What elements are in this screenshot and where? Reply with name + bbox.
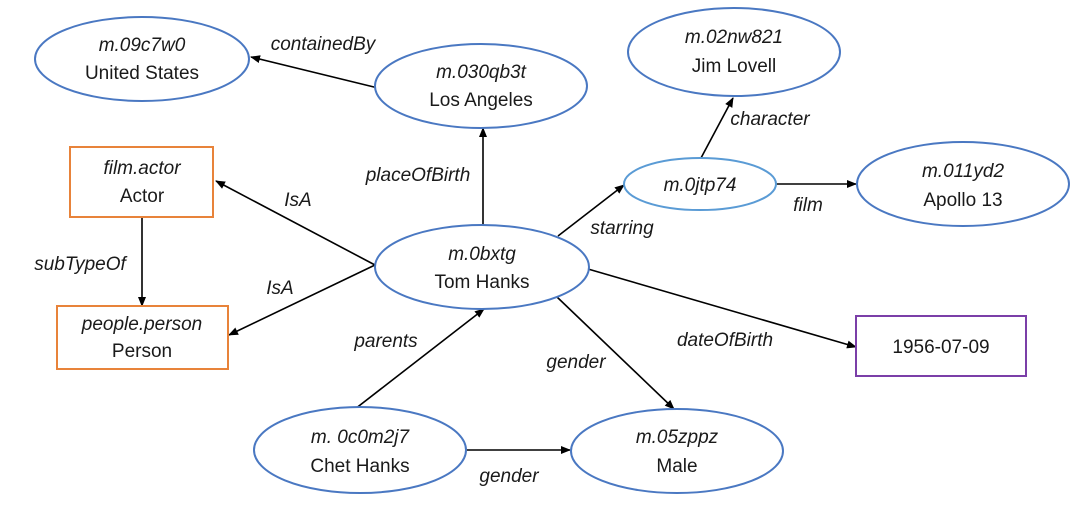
- node-chet-hanks: m. 0c0m2j7 Chet Hanks: [253, 406, 467, 494]
- edge-label-contained-by: containedBy: [271, 34, 377, 55]
- node-people-person-shape: [56, 305, 229, 370]
- edge-label-film: film: [793, 195, 823, 216]
- node-jtp74: m.0jtp74: [623, 157, 777, 211]
- node-jim-lovell-id: m.02nw821: [685, 27, 783, 48]
- node-film-actor-name: Actor: [120, 186, 165, 207]
- edge-labels: containedBy placeOfBirth character starr…: [34, 34, 823, 487]
- edge-label-gender-tom: gender: [546, 352, 606, 373]
- node-jim-lovell: m.02nw821 Jim Lovell: [627, 7, 841, 97]
- node-people-person-name: Person: [112, 341, 172, 362]
- node-male-name: Male: [656, 456, 697, 477]
- edge-label-isa-actor: IsA: [284, 190, 311, 211]
- node-jtp74-shape: [623, 157, 777, 211]
- node-tom-hanks-id: m.0bxtg: [448, 244, 516, 265]
- node-date-of-birth-value: 1956-07-09: [855, 315, 1027, 377]
- edge-date-of-birth: [587, 268, 857, 349]
- node-united-states-id: m.09c7w0: [99, 35, 186, 56]
- node-united-states-name: United States: [85, 63, 199, 84]
- node-los-angeles: m.030qb3t Los Angeles: [374, 43, 588, 129]
- node-people-person: people.person Person: [56, 305, 229, 370]
- edge-label-sub-type-of: subTypeOf: [34, 254, 127, 275]
- edge-gender-tom: [556, 296, 675, 410]
- edge-character: [700, 97, 734, 159]
- edge-label-gender-chet: gender: [479, 466, 539, 487]
- edge-parents: [354, 308, 485, 410]
- edge-label-starring: starring: [590, 218, 654, 239]
- node-film-actor-shape: [69, 146, 214, 218]
- node-apollo-13-name: Apollo 13: [923, 190, 1002, 211]
- edge-label-character: character: [730, 109, 810, 130]
- node-jtp74-id: m.0jtp74: [664, 175, 737, 196]
- node-tom-hanks-shape: [374, 224, 590, 310]
- node-jim-lovell-shape: [627, 7, 841, 97]
- node-people-person-id: people.person: [81, 314, 202, 335]
- edge-label-isa-person: IsA: [266, 278, 293, 299]
- node-jim-lovell-name: Jim Lovell: [692, 56, 776, 77]
- node-male: m.05zppz Male: [570, 408, 784, 494]
- node-apollo-13: m.011yd2 Apollo 13: [856, 141, 1070, 227]
- edge-label-parents: parents: [353, 331, 418, 352]
- node-chet-hanks-shape: [253, 406, 467, 494]
- edge-label-place-of-birth: placeOfBirth: [365, 165, 471, 186]
- node-male-shape: [570, 408, 784, 494]
- edge-label-date-of-birth: dateOfBirth: [677, 330, 773, 351]
- node-male-id: m.05zppz: [636, 427, 719, 448]
- node-date-of-birth-value-text: 1956-07-09: [892, 337, 989, 358]
- edge-isa-person: [228, 264, 376, 336]
- edge-starring: [557, 184, 625, 237]
- edge-contained-by: [250, 55, 379, 89]
- node-chet-hanks-name: Chet Hanks: [310, 456, 409, 477]
- node-los-angeles-id: m.030qb3t: [436, 62, 527, 83]
- node-united-states-shape: [34, 16, 250, 102]
- node-date-of-birth-value-shape: [855, 315, 1027, 377]
- node-los-angeles-shape: [374, 43, 588, 129]
- node-film-actor: film.actor Actor: [69, 146, 214, 218]
- node-chet-hanks-id: m. 0c0m2j7: [311, 427, 411, 448]
- node-los-angeles-name: Los Angeles: [429, 90, 533, 111]
- edge-isa-actor: [215, 180, 376, 266]
- node-apollo-13-shape: [856, 141, 1070, 227]
- node-apollo-13-id: m.011yd2: [922, 161, 1004, 182]
- node-tom-hanks: m.0bxtg Tom Hanks: [374, 224, 590, 310]
- edges: [138, 55, 857, 454]
- node-tom-hanks-name: Tom Hanks: [434, 272, 529, 293]
- node-film-actor-id: film.actor: [103, 158, 181, 179]
- node-united-states: m.09c7w0 United States: [34, 16, 250, 102]
